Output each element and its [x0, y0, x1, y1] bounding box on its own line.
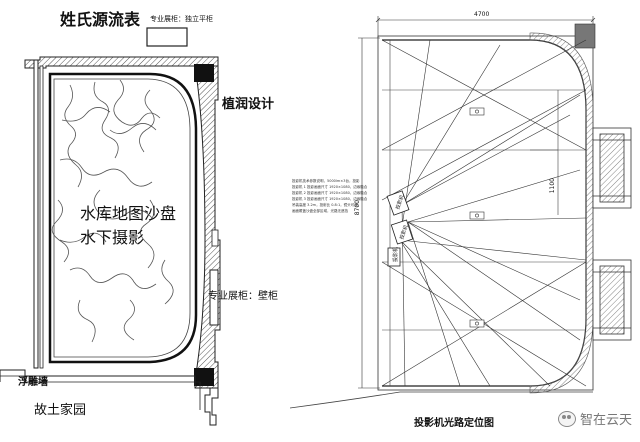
note-line: 投影机 2 投影画面尺寸 1920×1080，边缘融合	[292, 191, 368, 195]
relief-wall-label: 浮雕墙	[18, 377, 48, 388]
side-cabinet-label: 专业展柜：壁柜	[208, 291, 278, 302]
projector-label-3: 投影机	[393, 246, 399, 262]
note-line: 投影机技术参数说明，5000lm×3台，投影	[292, 179, 360, 183]
sandtable-label: 水库地图沙盘	[80, 204, 177, 223]
top-cabinet-label: 专业展柜：独立平柜	[150, 15, 213, 23]
note-line: 投影机 1 投影画面尺寸 1920×1080，边缘融合	[292, 185, 368, 189]
corner-block-bottom	[194, 368, 214, 386]
inner-dimension-label: 1100	[549, 178, 556, 194]
projector-plan-drawing	[290, 16, 596, 409]
frame-design-label: 植润设计	[222, 97, 275, 112]
projector-units	[386, 190, 414, 267]
bottom-wall	[0, 369, 219, 426]
terrain-contours	[51, 79, 174, 343]
left-dimension	[358, 37, 380, 389]
grid-lines	[382, 40, 586, 386]
note-line: 画面覆盖沙盘全部区域，光路无遮挡	[292, 209, 348, 213]
projector-plan-panel: 4700 8700 1100 投影机 投影机 投影机 投影机技术参数说明，500…	[290, 0, 640, 442]
note-line: 吊装高度 3.2m，投射比 0.8:1，镜头可调	[292, 203, 358, 207]
width-dimension-label: 4700	[474, 11, 490, 18]
floor-plan-panel: 姓氏源流表 专业展柜：独立平柜 植润设计 水库地图沙盘 水下摄影 专业展柜：壁柜…	[0, 0, 300, 442]
underwater-photo-label: 水下摄影	[80, 228, 145, 247]
wechat-icon	[557, 410, 576, 427]
top-dimension	[375, 16, 596, 38]
note-line: 投影机 3 投影画面尺寸 1920×1080，边缘融合	[292, 197, 368, 201]
floor-plan-drawing	[0, 27, 221, 426]
left-wall	[33, 59, 39, 369]
projector-path-caption: 投影机光路定位图	[414, 418, 494, 429]
top-cabinet-box	[146, 27, 188, 47]
watermark-text: 智在云天	[579, 413, 632, 428]
sand-table-outline	[48, 72, 198, 364]
family-origin-title: 姓氏源流表	[60, 10, 141, 29]
watermark: 智在云天	[557, 409, 632, 428]
homeland-label: 故土家园	[34, 403, 87, 418]
room-outline	[377, 35, 594, 391]
side-cabinet-box	[209, 269, 219, 326]
top-wall	[24, 56, 219, 69]
sensor-markers	[469, 107, 485, 328]
corner-block	[574, 23, 596, 49]
right-curved-wall	[194, 65, 221, 389]
corner-block-top	[194, 64, 214, 82]
